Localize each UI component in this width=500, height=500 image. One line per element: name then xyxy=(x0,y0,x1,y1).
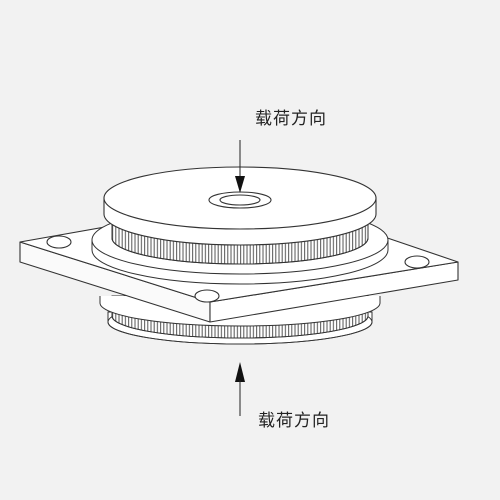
arrow-up-icon xyxy=(235,362,245,416)
bolt-hole-right xyxy=(404,255,430,269)
top-disc xyxy=(103,166,377,246)
center-hole-inner xyxy=(219,194,261,206)
load-direction-label-top: 载荷方向 xyxy=(255,109,327,129)
bolt-hole-front xyxy=(194,289,220,303)
bolt-hole-left xyxy=(46,235,72,249)
arrow-down-icon xyxy=(235,140,245,193)
load-direction-label-bottom: 载荷方向 xyxy=(258,411,330,431)
